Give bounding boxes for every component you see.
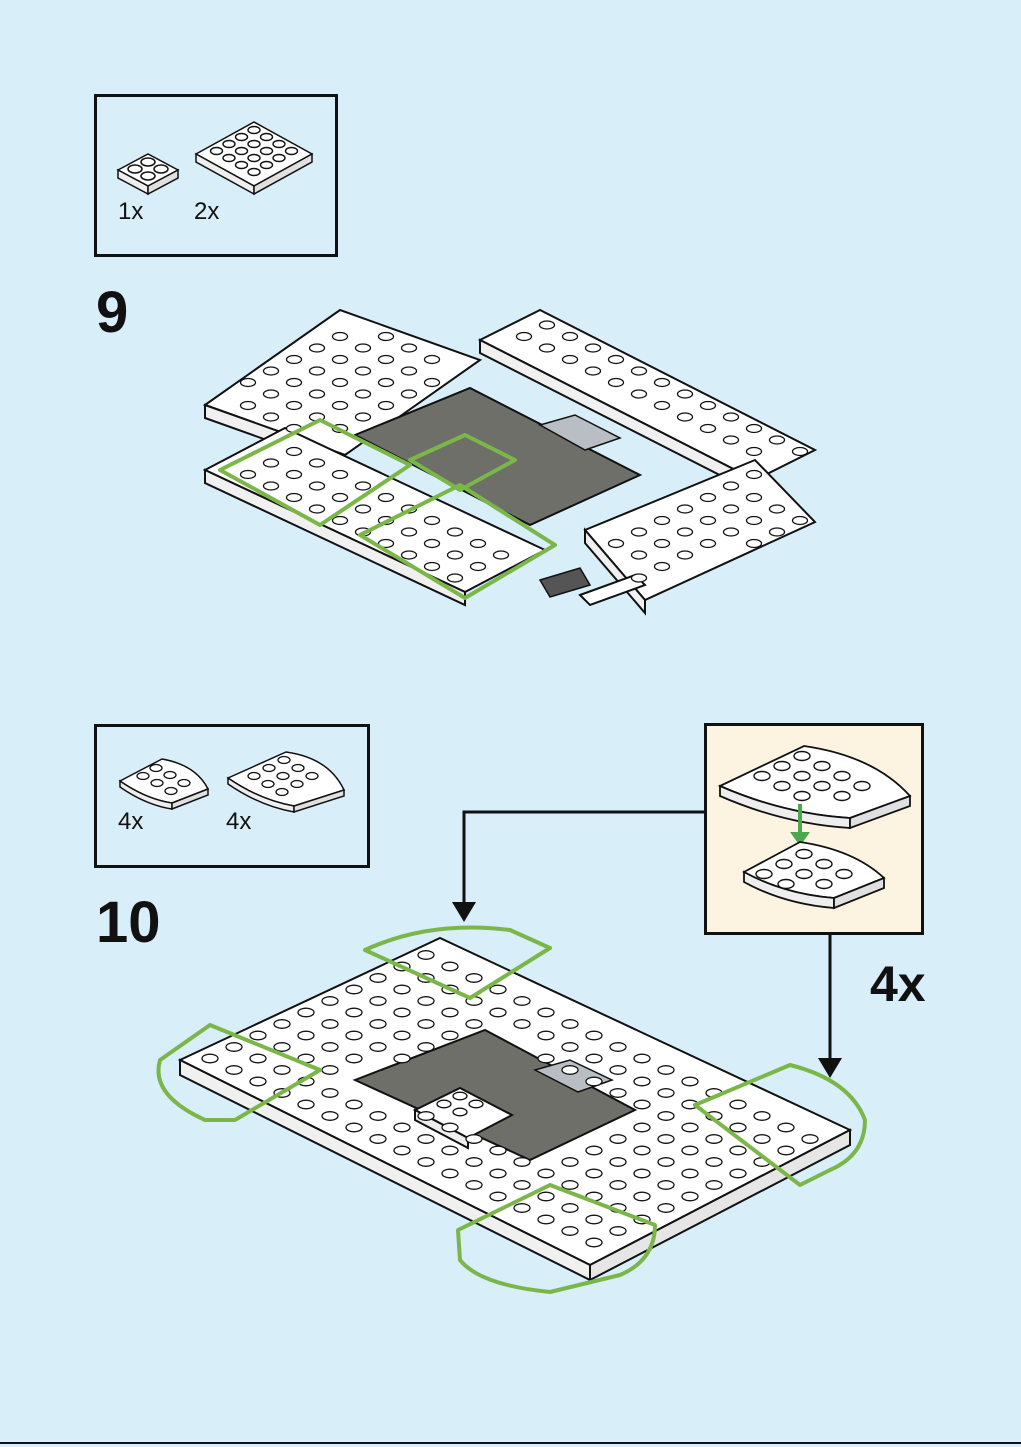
step10-assembly-illustration: [150, 920, 870, 1300]
page-bottom-rule: [0, 1442, 1021, 1444]
